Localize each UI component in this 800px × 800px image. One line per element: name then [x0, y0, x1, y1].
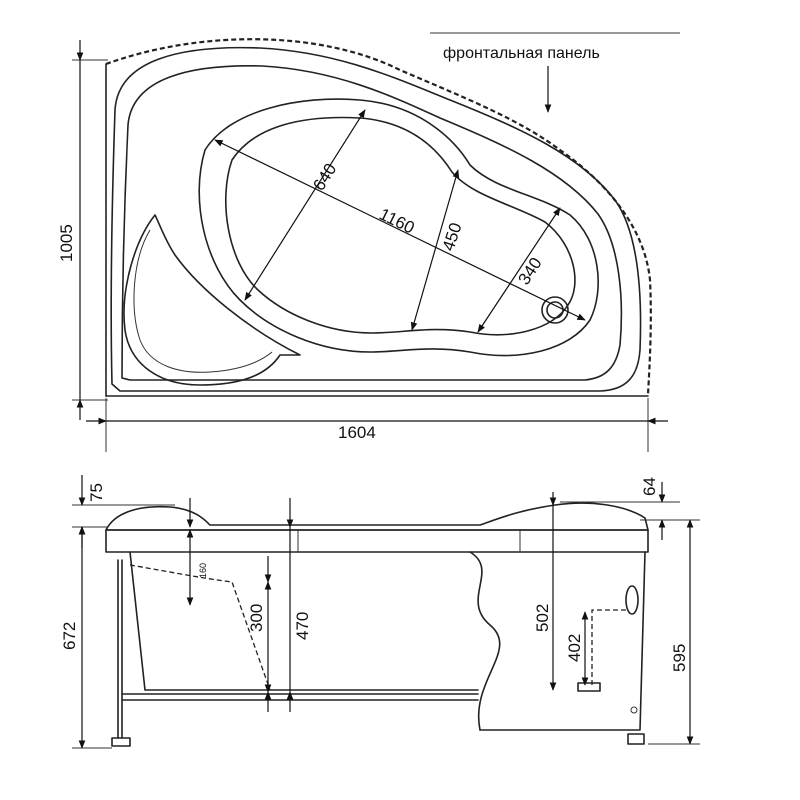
- dim-overall-length: 1604: [338, 423, 376, 442]
- seat-lobe-inner: [133, 229, 273, 373]
- tub-rim-outer: [110, 46, 642, 392]
- width-right-line: [477, 207, 561, 333]
- dim-width-middle: 450: [439, 220, 466, 253]
- dim-inner-length: 1160: [376, 205, 417, 238]
- tub-seat-lobe: [123, 214, 301, 386]
- dim-depth-mid: 470: [293, 612, 312, 640]
- foot-right: [627, 733, 645, 745]
- drain-inner: [546, 301, 564, 319]
- tub-rim-inner: [121, 65, 623, 381]
- dim-seat-step: 160: [198, 563, 208, 578]
- dim-rim-right: 64: [640, 477, 659, 496]
- width-left-line: [244, 109, 366, 301]
- side-front-panel: [479, 551, 646, 731]
- panel-screw: [630, 706, 638, 714]
- dim-width-left: 640: [309, 160, 340, 194]
- side-rim-profile: [105, 502, 649, 531]
- dim-drain-height: 402: [565, 634, 584, 662]
- overflow-fitting: [625, 585, 639, 615]
- drain-fitting: [577, 682, 601, 692]
- front-panel-label: фронтальная панель: [443, 45, 600, 62]
- side-view: 75 672 160 300 470 502 402 64: [60, 475, 700, 749]
- dim-overall-height: 672: [60, 622, 79, 650]
- side-panel-cut-edge: [469, 551, 501, 731]
- side-tub-body: [129, 551, 479, 691]
- dim-overall-depth: 1005: [57, 224, 76, 262]
- overflow-pipe: [591, 609, 628, 685]
- foot-left: [111, 737, 131, 747]
- side-deck: [105, 529, 649, 553]
- dim-width-right: 340: [514, 254, 545, 288]
- dim-rim-left: 75: [87, 483, 106, 502]
- plan-view: фронтальная панель 1005 1604 1160 640 45…: [57, 32, 680, 452]
- width-middle-line: [410, 169, 460, 331]
- seat-profile: [129, 564, 271, 691]
- dim-panel-height: 595: [670, 644, 689, 672]
- front-panel-outline: [105, 38, 652, 395]
- dim-depth-right: 502: [533, 604, 552, 632]
- dim-seat-depth: 300: [247, 604, 266, 632]
